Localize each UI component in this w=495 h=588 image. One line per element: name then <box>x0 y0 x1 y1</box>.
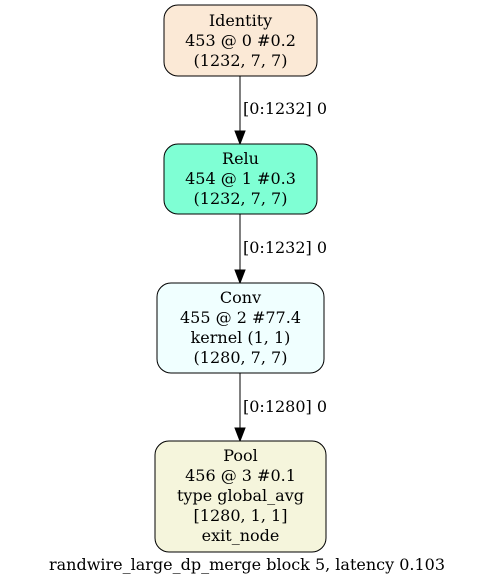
node-pool: Pool 456 @ 3 #0.1 type global_avg [1280,… <box>154 440 327 553</box>
node-identity: Identity 453 @ 0 #0.2 (1232, 7, 7) <box>163 4 318 77</box>
node-id-line: 454 @ 1 #0.3 <box>185 169 296 188</box>
edge-label: [0:1280] 0 <box>243 397 327 416</box>
node-title: Relu <box>222 149 259 168</box>
node-title: Conv <box>220 288 261 307</box>
edge-label: [0:1232] 0 <box>243 99 327 118</box>
node-shape-line: [1280, 1, 1] <box>194 506 288 525</box>
edge-label: [0:1232] 0 <box>243 238 327 257</box>
diagram-caption: randwire_large_dp_merge block 5, latency… <box>49 555 445 574</box>
node-id-line: 453 @ 0 #0.2 <box>185 31 296 50</box>
node-title: Identity <box>209 11 272 30</box>
node-shape-line: (1280, 7, 7) <box>194 348 288 367</box>
node-id-line: 455 @ 2 #77.4 <box>180 308 301 327</box>
node-box <box>154 440 327 553</box>
node-relu: Relu 454 @ 1 #0.3 (1232, 7, 7) <box>163 143 318 215</box>
edge-identity-relu: [0:1232] 0 <box>234 76 327 146</box>
node-title: Pool <box>223 446 258 465</box>
node-type-line: type global_avg <box>177 486 304 505</box>
node-shape-line: (1232, 7, 7) <box>194 189 288 208</box>
node-box <box>163 4 318 77</box>
node-conv: Conv 455 @ 2 #77.4 kernel (1, 1) (1280, … <box>156 282 325 374</box>
node-shape-line: (1232, 7, 7) <box>194 51 288 70</box>
node-exit-line: exit_node <box>202 526 280 545</box>
node-box <box>156 282 325 374</box>
edge-relu-conv: [0:1232] 0 <box>234 214 327 285</box>
edge-conv-pool: [0:1280] 0 <box>234 373 327 443</box>
node-box <box>163 143 318 215</box>
node-id-line: 456 @ 3 #0.1 <box>185 466 296 485</box>
node-kernel-line: kernel (1, 1) <box>191 328 291 347</box>
